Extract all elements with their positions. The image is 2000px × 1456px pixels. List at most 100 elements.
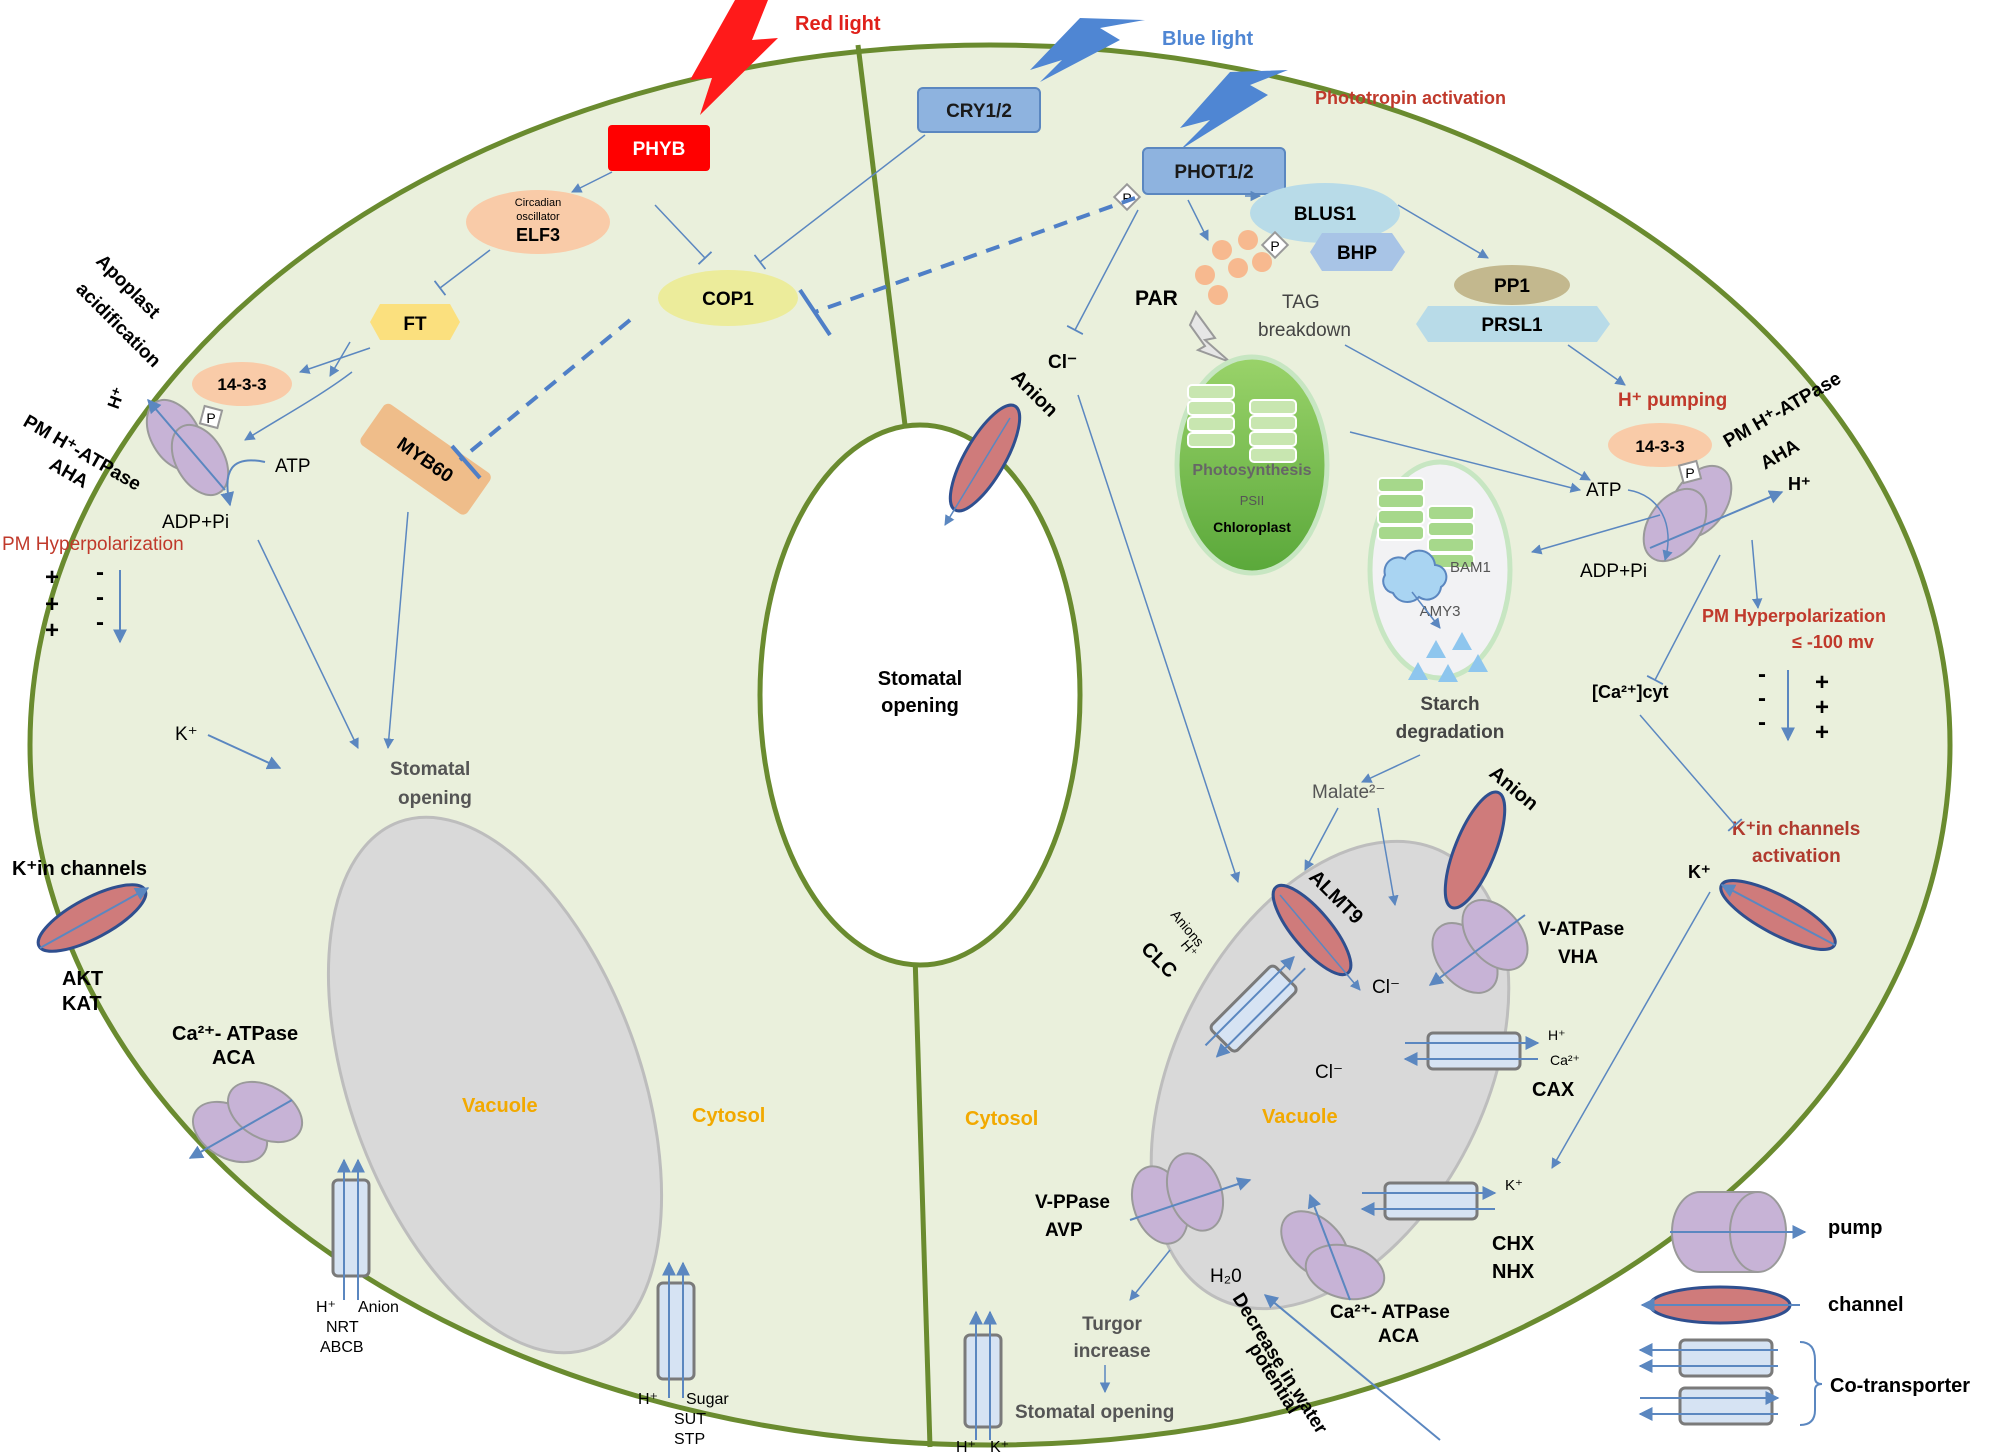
bhp-hexagon: [1310, 233, 1405, 271]
myb60-to-opening: [383, 511, 409, 750]
left-ca-atpase-line1: Ca²⁺- ATPase: [172, 1023, 298, 1045]
right-anion-channel-2: [1443, 790, 1507, 910]
legend-pump-label: pump: [1828, 1217, 1882, 1239]
ca-inhibit-kin: [1639, 714, 1743, 832]
clc-cl: Cl⁻: [1315, 1062, 1343, 1083]
legend-channel-icon: [1640, 1285, 1800, 1325]
left-vacuole-label: Vacuole: [462, 1095, 538, 1117]
atp-to-opening: [257, 539, 359, 749]
vppase-pump: [1129, 1152, 1252, 1245]
right-ca-atpase-line2: ACA: [1378, 1326, 1419, 1347]
phot-cop1-bar: [798, 288, 832, 337]
tag-line1: TAG: [1282, 292, 1320, 313]
par-label: PAR: [1135, 287, 1178, 310]
ca-cyt-label: [Ca²⁺]cyt: [1592, 682, 1669, 702]
water-arrow: [1263, 1294, 1441, 1441]
svg-text:+: +: [45, 617, 59, 644]
phot-cop1-dash: [814, 196, 1136, 314]
starch-cloud-icon: [1382, 549, 1448, 603]
left-adp: ADP+Pi: [162, 512, 229, 533]
nhx-label: NHX: [1492, 1261, 1535, 1283]
h-pumping-label: H⁺ pumping: [1618, 390, 1727, 411]
par-lightning-icon: [1188, 310, 1231, 363]
legend-channel-label: channel: [1828, 1294, 1904, 1316]
thylakoid-stack-1: [1187, 384, 1235, 448]
legend-cotransporter-icon: [1638, 1338, 1823, 1426]
left-atp-arrow: [220, 459, 266, 507]
apoplast-line2: acidification: [71, 279, 164, 372]
turgor-line1: Turgor: [1082, 1314, 1142, 1335]
ft-to-pump: [299, 347, 371, 374]
anion-to-vacuole: [1077, 394, 1241, 883]
cop1-myb60-bar: [450, 444, 482, 480]
pp1-label: PP1: [1494, 276, 1530, 297]
left-kin-channels: K⁺in channels: [12, 858, 147, 880]
hyperpol-to-ca: [1646, 554, 1721, 685]
sut-label: SUT: [674, 1411, 706, 1428]
phyb-label: PHYB: [633, 139, 686, 160]
chx-k: K⁺: [1505, 1177, 1523, 1194]
kin-activation-line2: activation: [1752, 846, 1841, 867]
pore-label-2: opening: [881, 695, 959, 717]
phyb-to-elf3-arrow: [571, 171, 613, 193]
blue-light-label: Blue light: [1162, 28, 1253, 50]
svg-text:-: -: [96, 584, 104, 611]
left-p-label: P: [206, 410, 215, 426]
legend-pump-icon: [1670, 1191, 1807, 1273]
blue-lightning-icon: [1030, 18, 1145, 82]
left-p-marker: [198, 404, 224, 430]
malate-to-almt9: [1304, 807, 1339, 871]
sut-cotransporter: [656, 1261, 696, 1398]
cop1-myb60-dash: [458, 318, 632, 462]
right-charge-signs: +++ ---: [1758, 661, 1829, 746]
phototropin-lightning-icon: [1180, 70, 1288, 150]
svg-text:-: -: [1758, 709, 1766, 736]
prsl1-to-pumping: [1567, 344, 1626, 386]
malate-label: Malate²⁻: [1312, 782, 1385, 803]
amyloplast-arrow: [1411, 591, 1441, 629]
prsl1-label: PRSL1: [1481, 315, 1543, 336]
elf3-label: ELF3: [516, 225, 560, 245]
left-cytosol-label: Cytosol: [692, 1105, 765, 1127]
cax-ca: Ca²⁺: [1550, 1052, 1580, 1068]
blus1-to-pp1: [1397, 204, 1489, 259]
almt9-channel: [1271, 883, 1361, 991]
bottom-k: K⁺: [990, 1439, 1009, 1456]
left-ca-atpase-line2: ACA: [212, 1047, 255, 1069]
blus1-oval: [1250, 183, 1400, 243]
vppase-line2: AVP: [1045, 1220, 1083, 1241]
starch-stack-2: [1427, 505, 1475, 569]
right-h-plus: H⁺: [1788, 474, 1811, 494]
chx-label: CHX: [1492, 1233, 1535, 1255]
svg-text:+: +: [1815, 669, 1829, 696]
svg-text:-: -: [96, 609, 104, 636]
right-k-channel: [1719, 879, 1837, 951]
cell-wall-bottom: [912, 954, 933, 1448]
thylakoid-stack-2: [1249, 399, 1297, 463]
elf3-line2: oscillator: [516, 211, 560, 223]
photosynthesis-label: Photosynthesis: [1192, 462, 1311, 479]
vatpase-line1: V-ATPase: [1538, 919, 1624, 940]
kin-activation-line1: K⁺in channels: [1732, 819, 1860, 840]
left-k-channel: [36, 883, 150, 953]
left-pm-atpase-pump: [145, 398, 230, 497]
chloroplast-to-atp: [1349, 431, 1582, 493]
elf3-oval: [466, 190, 610, 254]
right-14-3-3: [1608, 423, 1712, 467]
malate-to-vacuole: [1377, 807, 1399, 907]
right-hyperpol-line1: PM Hyperpolarization: [1702, 606, 1886, 626]
left-vacuole: [326, 815, 664, 1355]
sut-h: H⁺: [638, 1391, 658, 1408]
cry-label: CRY1/2: [946, 101, 1012, 122]
phyb-inhibit-cop1: [654, 204, 713, 265]
right-p-label: P: [1685, 465, 1694, 481]
blus1-label: BLUS1: [1294, 204, 1357, 225]
left-opening-line1: Stomatal: [390, 759, 470, 780]
h2o-label: H₂0: [1210, 1266, 1242, 1287]
phot-p-label: P: [1122, 190, 1131, 206]
vatpase-pump: [1428, 899, 1529, 994]
phyb-box: [608, 125, 710, 171]
right-p-marker: [1677, 459, 1703, 485]
right-ca-atpase-pump: [1280, 1193, 1386, 1301]
